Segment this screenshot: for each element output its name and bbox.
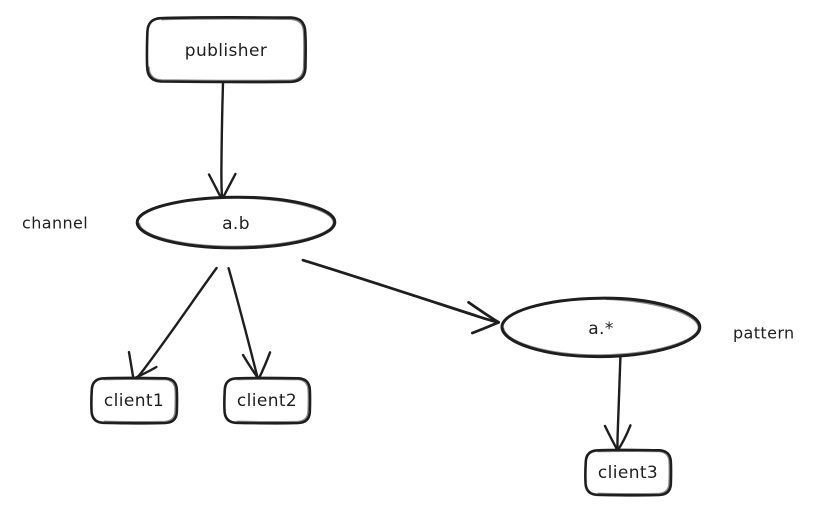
edge-publisher-to-channel [207, 81, 237, 201]
edge-channel-to-client1 [127, 266, 218, 380]
edge-channel-to-client2 [227, 267, 272, 381]
node-client1-label: client1 [104, 391, 164, 411]
edge-pattern-to-client3 [603, 355, 632, 452]
node-client3[interactable]: client3 [584, 448, 673, 497]
annotation-pattern-label: pattern [733, 324, 795, 343]
node-client3-label: client3 [598, 463, 658, 483]
node-pattern-astar[interactable]: a.* [500, 296, 702, 359]
edge-channel-to-pattern [301, 258, 500, 335]
annotation-channel-label: channel [22, 214, 88, 233]
node-client1[interactable]: client1 [90, 376, 179, 425]
node-client2[interactable]: client2 [223, 376, 312, 425]
node-publisher-label: publisher [185, 41, 267, 61]
node-pattern-astar-label: a.* [588, 319, 614, 339]
node-publisher[interactable]: publisher [145, 16, 308, 84]
node-channel-ab[interactable]: a.b [135, 195, 337, 250]
node-client2-label: client2 [237, 391, 297, 411]
node-channel-ab-label: a.b [222, 214, 250, 234]
